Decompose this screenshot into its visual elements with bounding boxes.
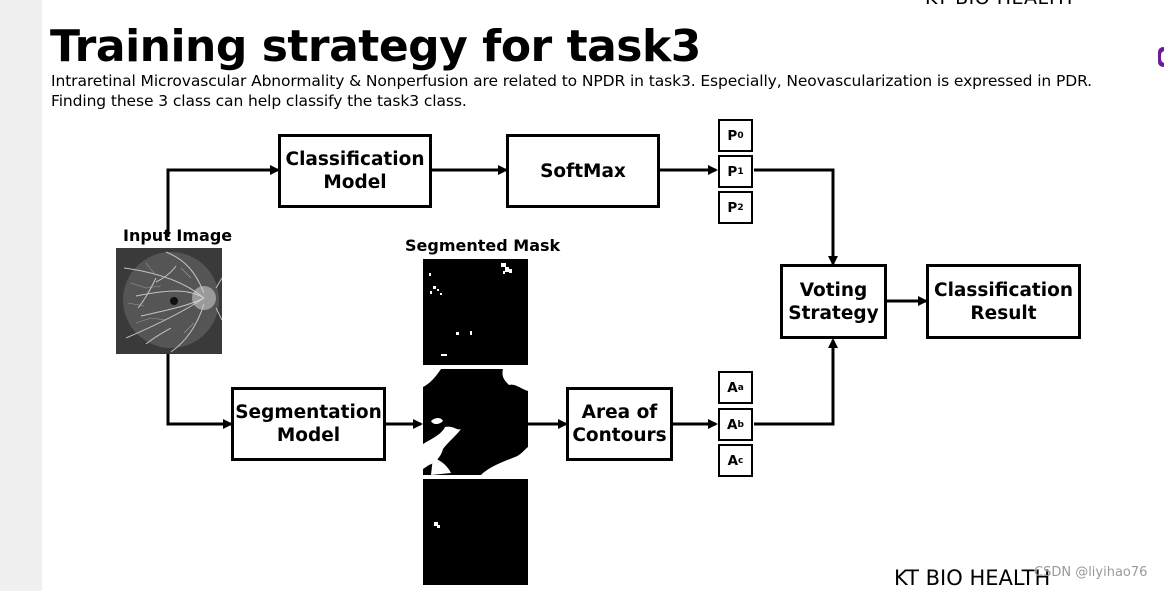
voting-strategy-box: Voting Strategy <box>780 264 887 339</box>
area-letter: A <box>727 452 739 469</box>
description-line-2: Finding these 3 class can help classify … <box>51 92 467 110</box>
prob-letter: P <box>727 199 738 216</box>
area-letter: A <box>727 379 738 396</box>
side-handle-icon[interactable] <box>1158 47 1164 67</box>
prob-subscript: 0 <box>737 130 744 141</box>
segmented-mask-1 <box>423 259 528 365</box>
area-letter: A <box>727 416 738 433</box>
brand-bottom: KT BIO HEALTH <box>894 566 1051 590</box>
area-subscript: a <box>737 382 744 393</box>
prob-letter: P <box>727 127 738 144</box>
watermark: CSDN @liyihao76 <box>1034 565 1148 580</box>
classification-model-box: Classification Model <box>278 134 432 208</box>
classification-result-box: Classification Result <box>926 264 1081 339</box>
softmax-box: SoftMax <box>506 134 660 208</box>
page-title: Training strategy for task3 <box>50 21 701 72</box>
segmentation-model-box: Segmentation Model <box>231 387 386 461</box>
area-subscript: b <box>737 419 744 430</box>
prob-subscript: 2 <box>737 202 744 213</box>
prob-letter: P <box>727 163 738 180</box>
description-line-1: Intraretinal Microvascular Abnormality &… <box>51 72 1093 90</box>
segmented-mask-3 <box>423 479 528 585</box>
area-subscript: c <box>738 455 744 466</box>
input-image-label: Input Image <box>123 226 233 245</box>
brand-top: KT BIO HEALTH <box>925 0 1073 9</box>
segmented-mask-label: Segmented Mask <box>405 236 561 255</box>
area-of-contours-box: Area of Contours <box>566 387 673 461</box>
prob-subscript: 1 <box>737 166 744 177</box>
segmented-mask-2 <box>423 369 528 475</box>
arrow-input-to-classification <box>166 165 280 237</box>
input-fundus-image <box>116 248 222 354</box>
arrow-ab-to-voting <box>754 338 838 426</box>
arrow-input-to-segmentation <box>166 353 233 429</box>
arrow-p1-to-voting <box>754 168 838 266</box>
